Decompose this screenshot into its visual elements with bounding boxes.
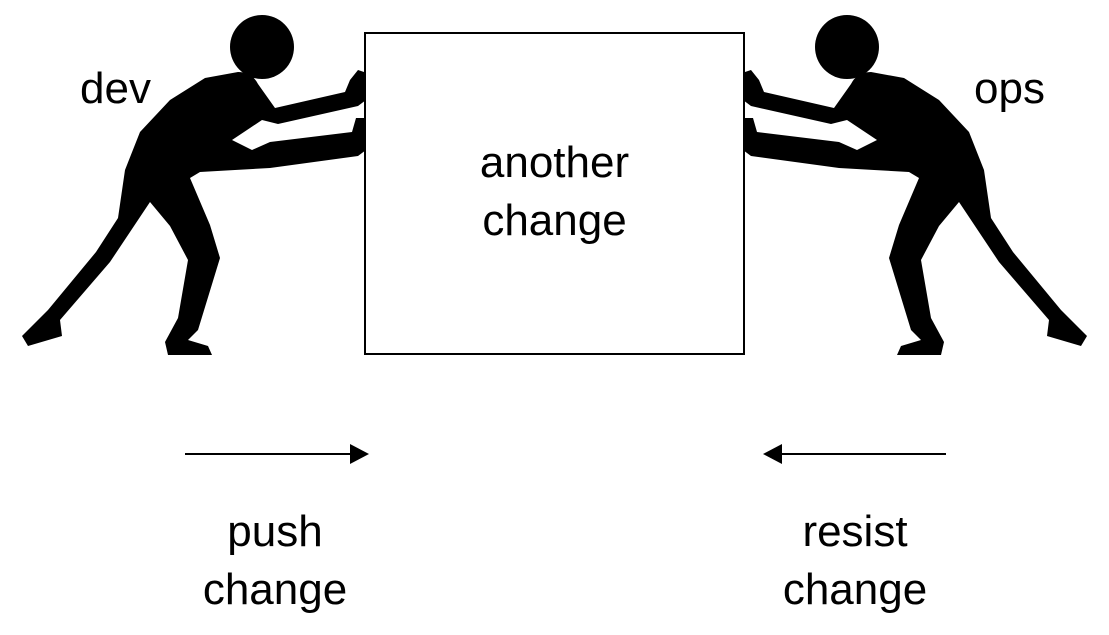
change-box [364, 32, 745, 355]
left-figure-body [22, 70, 366, 355]
resist-caption-line2: change [782, 565, 928, 614]
box-label-line1: another [479, 138, 630, 187]
right-figure-head [815, 15, 879, 79]
arrow-right-icon [185, 444, 369, 464]
right-figure-pushing-person-icon [743, 15, 1087, 355]
push-caption-line1: push [227, 507, 323, 556]
arrow-left-icon [763, 444, 946, 464]
push-caption-line2: change [202, 565, 348, 614]
resist-caption-line1: resist [802, 507, 908, 556]
left-figure-pushing-person-icon [22, 15, 366, 355]
box-label-line2: change [482, 196, 627, 245]
ops-label: ops [974, 64, 1045, 113]
left-figure-head [230, 15, 294, 79]
right-figure-body [743, 70, 1087, 355]
dev-label: dev [80, 64, 151, 113]
